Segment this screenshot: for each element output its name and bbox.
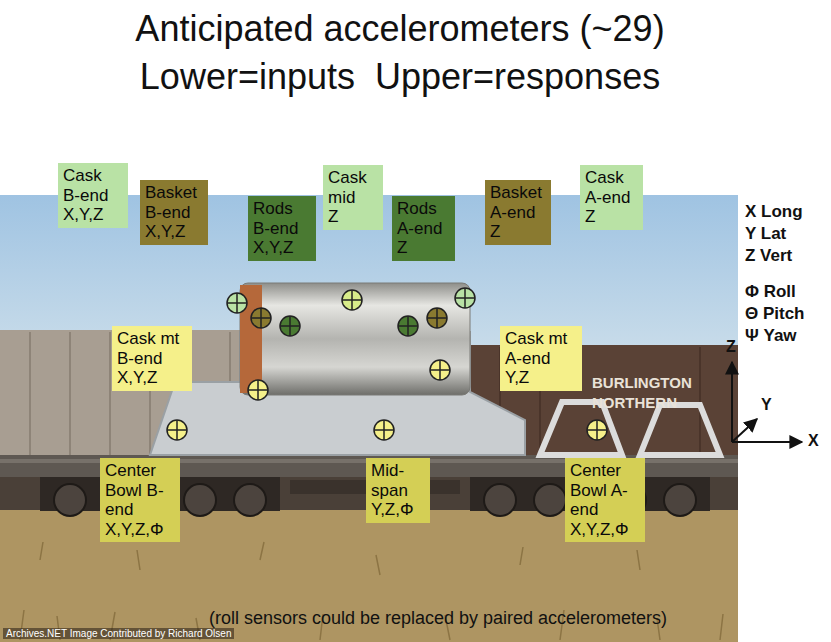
sensor-axes: Z — [328, 207, 378, 227]
rods-sensor-box: Rods A-endZ — [392, 196, 455, 261]
input-sensor-box: Center Bowl A-endX,Y,Z,Φ — [565, 458, 645, 542]
rotation-key: Θ Pitch — [745, 304, 805, 324]
sensor-marker — [430, 360, 450, 380]
axis-label: Y — [761, 396, 772, 414]
sensor-marker — [167, 420, 187, 440]
sensor-axes: X,Y,Z — [145, 222, 203, 242]
input-sensor-box: Center Bowl B-endX,Y,Z,Φ — [100, 458, 180, 542]
axis-label: Z — [726, 338, 736, 356]
sensor-location: Basket A-end — [490, 183, 546, 222]
cask — [240, 283, 470, 395]
sensor-marker — [455, 288, 475, 308]
slide-subtitle: Lower=inputs Upper=responses — [140, 56, 660, 98]
sensor-axes: Y,Z,Φ — [371, 500, 425, 520]
ground — [0, 510, 738, 642]
axes — [732, 362, 802, 442]
sensor-location: Cask mid — [328, 168, 378, 207]
sensor-axes: X,Y,Z,Φ — [105, 520, 175, 540]
z-axis — [731, 362, 733, 442]
sensor-location: Mid-span — [371, 461, 425, 500]
cask-sensor-box: Cask A-endZ — [580, 165, 643, 230]
accelerometer-markers — [167, 288, 607, 440]
boxcar-lettering: NORTHERN — [592, 394, 677, 411]
sensor-axes: Z — [397, 238, 450, 258]
axis-key: Z Vert — [745, 246, 792, 266]
footnote: (roll sensors could be replaced by paire… — [209, 608, 667, 629]
y-axis — [732, 419, 757, 442]
sensor-marker — [398, 316, 418, 336]
sensor-axes: X,Y,Z — [253, 238, 311, 258]
cask-sensor-box: Cask midZ — [323, 165, 383, 230]
sensor-axes: X,Y,Z — [63, 205, 123, 225]
sensor-marker — [427, 308, 447, 328]
sensor-location: Cask mt B-end — [117, 329, 187, 368]
sensor-axes: X,Y,Z — [117, 368, 187, 388]
sensor-location: Center Bowl A-end — [570, 461, 640, 520]
axis-label: X — [808, 432, 819, 450]
sensor-axes: Y,Z — [505, 368, 577, 388]
sensor-location: Cask mt A-end — [505, 329, 577, 368]
sensor-axes: X,Y,Z,Φ — [570, 520, 640, 540]
axis-key: X Long — [745, 202, 803, 222]
boxcar-lettering: BURLINGTON — [592, 374, 692, 391]
slide-title: Anticipated accelerometers (~29) — [135, 8, 664, 50]
sensor-marker — [280, 316, 300, 336]
sensor-marker — [248, 380, 268, 400]
basket-sensor-box: Basket B-endX,Y,Z — [140, 180, 208, 245]
basket-sensor-box: Basket A-endZ — [485, 180, 551, 245]
x-axis — [732, 441, 802, 443]
sensor-location: Basket B-end — [145, 183, 203, 222]
sensor-axes: Z — [490, 222, 546, 242]
sensor-axes: Z — [585, 207, 638, 227]
sensor-location: Cask B-end — [63, 166, 123, 205]
input-sensor-box: Mid-spanY,Z,Φ — [366, 458, 430, 523]
sensor-location: Rods B-end — [253, 199, 311, 238]
mount-sensor-box: Cask mt B-endX,Y,Z — [112, 326, 192, 391]
cask-sensor-box: Cask B-endX,Y,Z — [58, 163, 128, 228]
axis-key: Y Lat — [745, 224, 786, 244]
sensor-location: Cask A-end — [585, 168, 638, 207]
sensor-marker — [374, 420, 394, 440]
mount-sensor-box: Cask mt A-endY,Z — [500, 326, 582, 391]
photo-background — [0, 195, 738, 642]
sensor-marker — [227, 293, 247, 313]
rotation-key: Ψ Yaw — [745, 326, 797, 346]
sensor-marker — [342, 290, 362, 310]
sensor-marker — [587, 420, 607, 440]
sensor-marker — [251, 308, 271, 328]
sensor-location: Center Bowl B-end — [105, 461, 175, 520]
watermark: Archives.NET Image Contributed by Richar… — [3, 628, 234, 639]
rotation-key: Φ Roll — [745, 282, 796, 302]
rods-sensor-box: Rods B-endX,Y,Z — [248, 196, 316, 261]
sensor-location: Rods A-end — [397, 199, 450, 238]
